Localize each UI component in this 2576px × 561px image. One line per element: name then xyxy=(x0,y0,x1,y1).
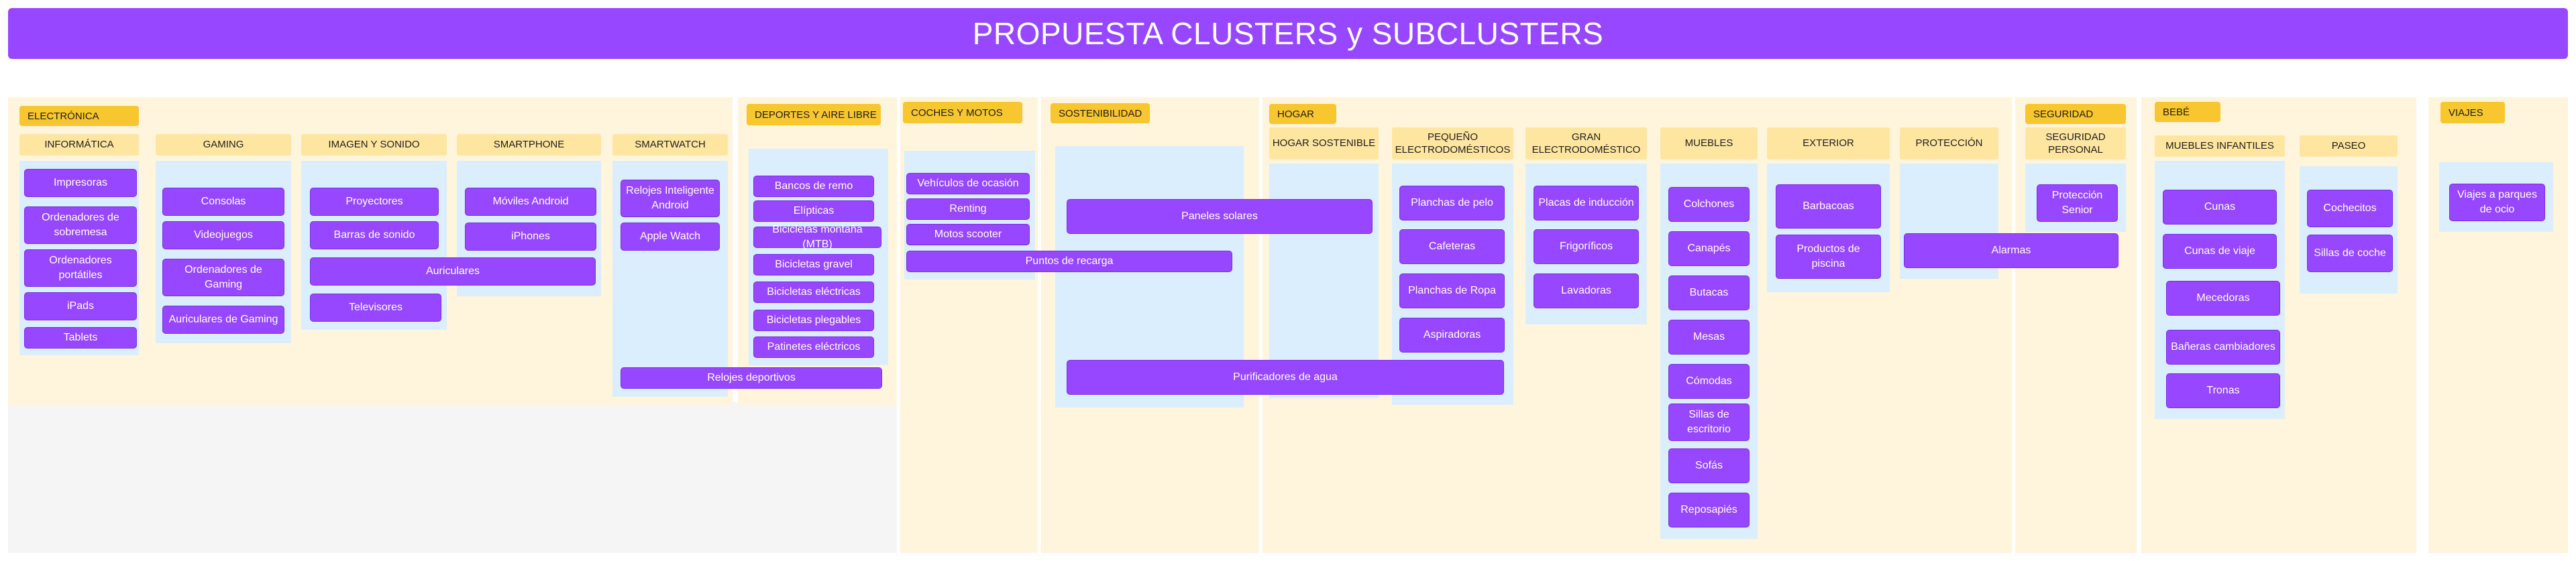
tag-seguridad[interactable]: SEGURIDAD xyxy=(2025,104,2126,124)
card-puntos-recarga[interactable]: Puntos de recarga xyxy=(906,251,1232,272)
card-proteccion-senior[interactable]: Protección Senior xyxy=(2037,184,2118,222)
card-mesas[interactable]: Mesas xyxy=(1668,320,1750,355)
card-ordenadores-gaming[interactable]: Ordenadores de Gaming xyxy=(162,259,284,296)
tag-hogar[interactable]: HOGAR xyxy=(1269,104,1336,124)
card-vehiculos-ocasion[interactable]: Vehículos de ocasión xyxy=(906,173,1030,194)
card-auriculares[interactable]: Auriculares xyxy=(310,257,596,286)
card-baneras-cambiadores[interactable]: Bañeras cambiadores xyxy=(2166,330,2280,365)
card-moviles-android[interactable]: Móviles Android xyxy=(465,188,596,216)
card-alarmas[interactable]: Alarmas xyxy=(1904,233,2118,268)
card-cochecitos[interactable]: Cochecitos xyxy=(2307,190,2393,227)
title-banner: PROPUESTA CLUSTERS y SUBCLUSTERS xyxy=(8,8,2568,59)
card-cafeteras[interactable]: Cafeteras xyxy=(1399,229,1505,264)
card-ipads[interactable]: iPads xyxy=(24,292,137,320)
card-bicicletas-plegables[interactable]: Bicicletas plegables xyxy=(753,310,874,331)
tag-deportes[interactable]: DEPORTES Y AIRE LIBRE xyxy=(747,104,881,125)
card-planchas-ropa[interactable]: Planchas de Ropa xyxy=(1399,273,1505,308)
card-placas-induccion[interactable]: Placas de inducción xyxy=(1534,186,1639,221)
column-paseo xyxy=(2300,166,2398,294)
card-tronas[interactable]: Tronas xyxy=(2166,373,2280,408)
card-relojes-deportivos[interactable]: Relojes deportivos xyxy=(621,367,882,389)
card-motos-scooter[interactable]: Motos scooter xyxy=(906,224,1030,245)
card-barras-sonido[interactable]: Barras de sonido xyxy=(310,221,439,249)
card-iphones[interactable]: iPhones xyxy=(465,223,596,251)
card-aspiradoras[interactable]: Aspiradoras xyxy=(1399,318,1505,353)
header-smartwatch: SMARTWATCH xyxy=(612,134,728,155)
card-paneles-solares[interactable]: Paneles solares xyxy=(1067,199,1373,234)
card-sillas-coche[interactable]: Sillas de coche xyxy=(2307,235,2393,272)
card-sofas[interactable]: Sofás xyxy=(1668,448,1750,483)
header-exterior: EXTERIOR xyxy=(1767,127,1890,160)
header-proteccion: PROTECCIÓN xyxy=(1900,127,1998,160)
tag-electronica[interactable]: ELECTRÓNICA xyxy=(19,106,139,126)
card-apple-watch[interactable]: Apple Watch xyxy=(621,223,720,251)
header-gaming: GAMING xyxy=(156,134,291,155)
card-purificadores-agua[interactable]: Purificadores de agua xyxy=(1067,360,1504,395)
card-elipticas[interactable]: Elípticas xyxy=(753,200,874,222)
card-proyectores[interactable]: Proyectores xyxy=(310,188,439,216)
card-ordenadores-sobremesa[interactable]: Ordenadores de sobremesa xyxy=(24,206,137,244)
card-auriculares-gaming[interactable]: Auriculares de Gaming xyxy=(162,306,284,334)
card-barbacoas[interactable]: Barbacoas xyxy=(1776,184,1881,229)
card-ordenadores-portatiles[interactable]: Ordenadores portátiles xyxy=(24,249,137,287)
card-productos-piscina[interactable]: Productos de piscina xyxy=(1776,235,1881,279)
card-relojes-inteligente-android[interactable]: Relojes Inteligente Android xyxy=(621,180,720,217)
card-bicicletas-gravel[interactable]: Bicicletas gravel xyxy=(753,254,874,275)
card-consolas[interactable]: Consolas xyxy=(162,188,284,216)
header-informatica: INFORMÁTICA xyxy=(19,134,139,155)
card-lavadoras[interactable]: Lavadoras xyxy=(1534,273,1639,308)
card-videojuegos[interactable]: Videojuegos xyxy=(162,221,284,249)
tag-sostenibilidad[interactable]: SOSTENIBILIDAD xyxy=(1051,103,1150,123)
card-reposapies[interactable]: Reposapiés xyxy=(1668,493,1750,527)
card-bicicletas-electricas[interactable]: Bicicletas eléctricas xyxy=(753,282,874,303)
empty-area xyxy=(8,402,897,553)
header-smartphone: SMARTPHONE xyxy=(457,134,601,155)
card-viajes-parques-ocio[interactable]: Viajes a parques de ocio xyxy=(2449,184,2545,221)
card-renting[interactable]: Renting xyxy=(906,198,1030,220)
header-imagen-sonido: IMAGEN Y SONIDO xyxy=(301,134,447,155)
card-impresoras[interactable]: Impresoras xyxy=(24,169,137,197)
header-muebles: MUEBLES xyxy=(1660,127,1758,160)
header-seguridad-personal: SEGURIDAD PERSONAL xyxy=(2025,127,2126,160)
card-tablets[interactable]: Tablets xyxy=(24,327,137,349)
card-televisores[interactable]: Televisores xyxy=(310,294,441,322)
card-sillas-escritorio[interactable]: Sillas de escritorio xyxy=(1668,403,1750,441)
card-colchones[interactable]: Colchones xyxy=(1668,187,1750,222)
card-mecedoras[interactable]: Mecedoras xyxy=(2166,281,2280,316)
tag-coches[interactable]: COCHES Y MOTOS xyxy=(903,102,1022,123)
header-muebles-infantiles: MUEBLES INFANTILES xyxy=(2155,135,2285,157)
card-bicicletas-mtb[interactable]: Bicicletas montaña (MTB) xyxy=(753,224,881,250)
card-canapes[interactable]: Canapés xyxy=(1668,231,1750,266)
card-planchas-pelo[interactable]: Planchas de pelo xyxy=(1399,186,1505,221)
tag-viajes[interactable]: VIAJES xyxy=(2440,102,2505,123)
card-frigorificos[interactable]: Frigoríficos xyxy=(1534,229,1639,264)
tag-bebe[interactable]: BEBÉ xyxy=(2155,102,2220,122)
card-patinetes-electricos[interactable]: Patinetes eléctricos xyxy=(753,336,874,358)
header-paseo: PASEO xyxy=(2300,135,2398,157)
header-gran-electrodomestico: GRAN ELECTRODOMÉSTICO xyxy=(1525,127,1647,160)
page-title: PROPUESTA CLUSTERS y SUBCLUSTERS xyxy=(972,16,1604,51)
card-cunas[interactable]: Cunas xyxy=(2163,190,2277,225)
card-cunas-viaje[interactable]: Cunas de viaje xyxy=(2163,234,2277,269)
card-butacas[interactable]: Butacas xyxy=(1668,275,1750,310)
card-bancos-remo[interactable]: Bancos de remo xyxy=(753,176,874,197)
header-pequeno-electrodomesticos: PEQUEÑO ELECTRODOMÉSTICOS xyxy=(1392,127,1513,160)
card-comodas[interactable]: Cómodas xyxy=(1668,364,1750,399)
header-hogar-sostenible: HOGAR SOSTENIBLE xyxy=(1269,127,1379,160)
